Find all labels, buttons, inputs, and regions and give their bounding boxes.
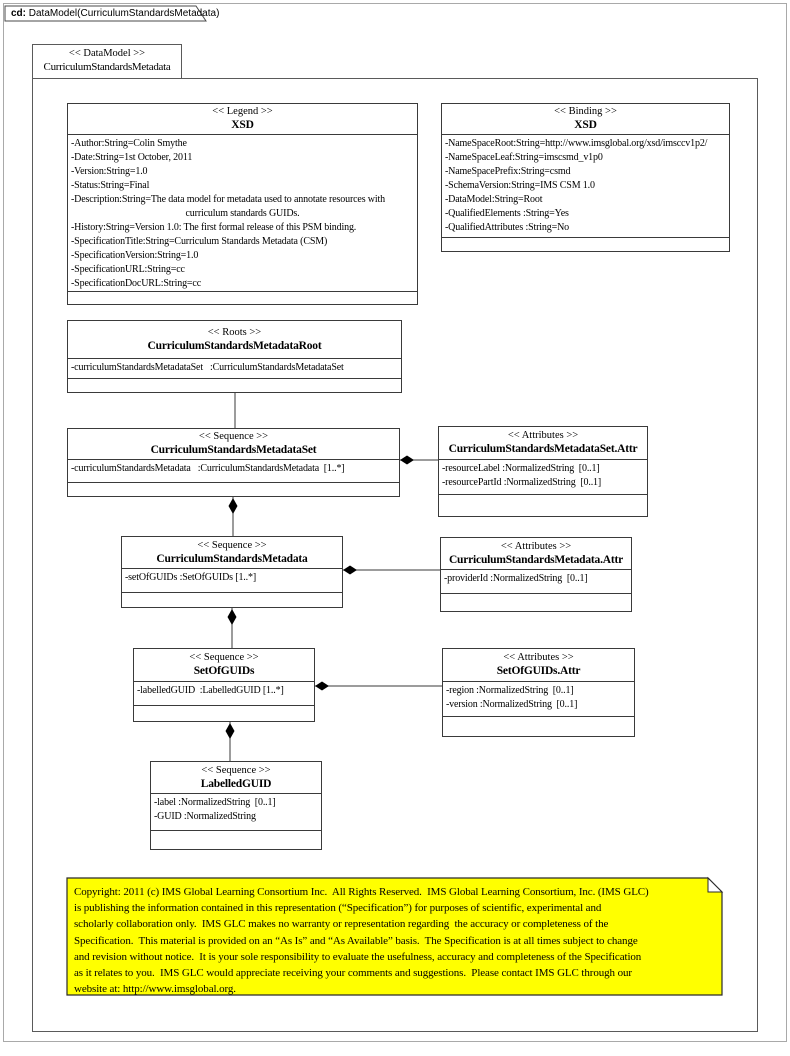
attribute-line: -GUID :NormalizedString	[154, 811, 256, 822]
attribute-line: -History:String=Version 1.0: The first f…	[71, 222, 357, 233]
empty-compartment	[122, 593, 342, 607]
frame-name: CurriculumStandardsMetadata	[43, 61, 171, 73]
tab-prefix: cd:	[11, 8, 26, 19]
class-name: XSD	[574, 119, 597, 131]
empty-compartment	[68, 379, 401, 392]
empty-compartment	[151, 831, 321, 849]
attribute-line: -Date:String=1st October, 2011	[71, 152, 193, 163]
class-box-curriculumstandardsmetadataset-attr: << Attributes >> CurriculumStandardsMeta…	[438, 426, 648, 517]
copyright-note: Copyright: 2011 (c) IMS Global Learning …	[74, 884, 714, 997]
class-stereotype: << Legend >>	[212, 106, 273, 117]
empty-compartment	[441, 594, 631, 611]
class-box-binding: << Binding >> XSD -NameSpaceRoot:String=…	[441, 103, 730, 252]
attribute-line: -SpecificationDocURL:String=cc	[71, 278, 201, 289]
class-name: CurriculumStandardsMetadataRoot	[147, 339, 322, 352]
attribute-line: -SchemaVersion:String=IMS CSM 1.0	[445, 180, 595, 191]
empty-compartment	[68, 292, 417, 304]
copyright-line: is publishing the information contained …	[74, 902, 602, 915]
class-name: CurriculumStandardsMetadataSet.Attr	[448, 443, 638, 455]
class-stereotype: << Sequence >>	[197, 539, 267, 551]
class-stereotype: << Attributes >>	[503, 652, 574, 663]
class-box-curriculumstandardsmetadataroot: << Roots >> CurriculumStandardsMetadataR…	[67, 320, 402, 393]
copyright-line: as it relates to you. IMS GLC would appr…	[74, 967, 632, 980]
attribute-line: -Version:String=1.0	[71, 166, 148, 177]
copyright-line: website at: http://www.imsglobal.org.	[74, 983, 236, 996]
attribute-line: -providerId :NormalizedString [0..1]	[444, 573, 588, 584]
class-stereotype: << Sequence >>	[201, 764, 271, 776]
class-stereotype: << Roots >>	[207, 326, 262, 338]
empty-compartment	[439, 495, 647, 516]
attribute-line: -resourcePartId :NormalizedString [0..1]	[442, 477, 602, 488]
attribute-line: -SpecificationTitle:String=Curriculum St…	[71, 236, 328, 247]
class-name: LabelledGUID	[200, 777, 272, 790]
copyright-line: scholarly collaboration only. IMS GLC ma…	[74, 918, 609, 931]
class-box-labelledguid: << Sequence >> LabelledGUID -label :Norm…	[150, 761, 322, 850]
attribute-line: -SpecificationVersion:String=1.0	[71, 250, 199, 261]
class-stereotype: << Attributes >>	[500, 540, 572, 552]
class-stereotype: << Sequence >>	[189, 652, 259, 663]
class-box-legend: << Legend >> XSD -Author:String=Colin Sm…	[67, 103, 418, 305]
class-stereotype: << Sequence >>	[198, 431, 269, 442]
empty-compartment	[442, 238, 729, 251]
page-border	[3, 3, 787, 1042]
attribute-line: -SpecificationURL:String=cc	[71, 264, 185, 275]
class-box-curriculumstandardsmetadata: << Sequence >> CurriculumStandardsMetada…	[121, 536, 343, 608]
class-name: SetOfGUIDs	[193, 665, 255, 677]
frame-stereotype: << DataModel >>	[68, 48, 146, 59]
diagram-tab: cd: DataModel(CurriculumStandardsMetadat…	[11, 8, 219, 19]
class-name: XSD	[231, 119, 254, 131]
frame-label: << DataModel >> CurriculumStandardsMetad…	[32, 44, 182, 79]
attribute-line: -curriculumStandardsMetadata :Curriculum…	[71, 463, 345, 474]
attribute-line: -label :NormalizedString [0..1]	[154, 797, 276, 808]
copyright-line: Copyright: 2011 (c) IMS Global Learning …	[74, 886, 649, 898]
attribute-line: curriculum standards GUIDs.	[185, 208, 300, 219]
attribute-line: -version :NormalizedString [0..1]	[446, 699, 578, 710]
attribute-line: -Author:String=Colin Smythe	[71, 138, 187, 149]
attribute-line: -region :NormalizedString [0..1]	[446, 685, 574, 696]
class-box-curriculumstandardsmetadataset: << Sequence >> CurriculumStandardsMetada…	[67, 428, 400, 497]
class-box-curriculumstandardsmetadata-attr: << Attributes >> CurriculumStandardsMeta…	[440, 537, 632, 612]
attribute-line: -QualifiedAttributes :String=No	[445, 222, 570, 233]
class-box-setofguids: << Sequence >> SetOfGUIDs -labelledGUID …	[133, 648, 315, 722]
attribute-line: -setOfGUIDs :SetOfGUIDs [1..*]	[125, 572, 257, 583]
empty-compartment	[68, 483, 399, 496]
attribute-line: -QualifiedElements :String=Yes	[445, 208, 569, 219]
copyright-line: Specification. This material is provided…	[74, 934, 638, 947]
class-name: CurriculumStandardsMetadata	[156, 552, 308, 565]
tab-title: DataModel(CurriculumStandardsMetadata)	[26, 8, 220, 19]
class-stereotype: << Binding >>	[554, 106, 617, 117]
attribute-line: -Status:String=Final	[71, 180, 150, 191]
attribute-line: -curriculumStandardsMetadataSet :Curricu…	[71, 362, 344, 373]
class-name: CurriculumStandardsMetadataSet	[150, 444, 317, 456]
attribute-line: -NameSpaceRoot:String=http://www.imsglob…	[445, 138, 708, 149]
attribute-line: -NameSpaceLeaf:String=imscsmd_v1p0	[445, 152, 603, 163]
attribute-line: -Description:String=The data model for m…	[71, 194, 385, 205]
empty-compartment	[134, 706, 314, 721]
class-name: CurriculumStandardsMetadata.Attr	[448, 553, 624, 566]
attribute-line: -NameSpacePrefix:String=csmd	[445, 166, 571, 177]
attribute-line: -DataModel:String=Root	[445, 194, 543, 205]
class-box-setofguids-attr: << Attributes >> SetOfGUIDs.Attr -region…	[442, 648, 635, 737]
copyright-line: and revision without notice. It is your …	[74, 950, 642, 963]
class-name: SetOfGUIDs.Attr	[496, 665, 581, 677]
attribute-line: -labelledGUID :LabelledGUID [1..*]	[137, 685, 284, 696]
attribute-line: -resourceLabel :NormalizedString [0..1]	[442, 463, 600, 474]
class-stereotype: << Attributes >>	[507, 430, 579, 441]
empty-compartment	[443, 717, 634, 736]
